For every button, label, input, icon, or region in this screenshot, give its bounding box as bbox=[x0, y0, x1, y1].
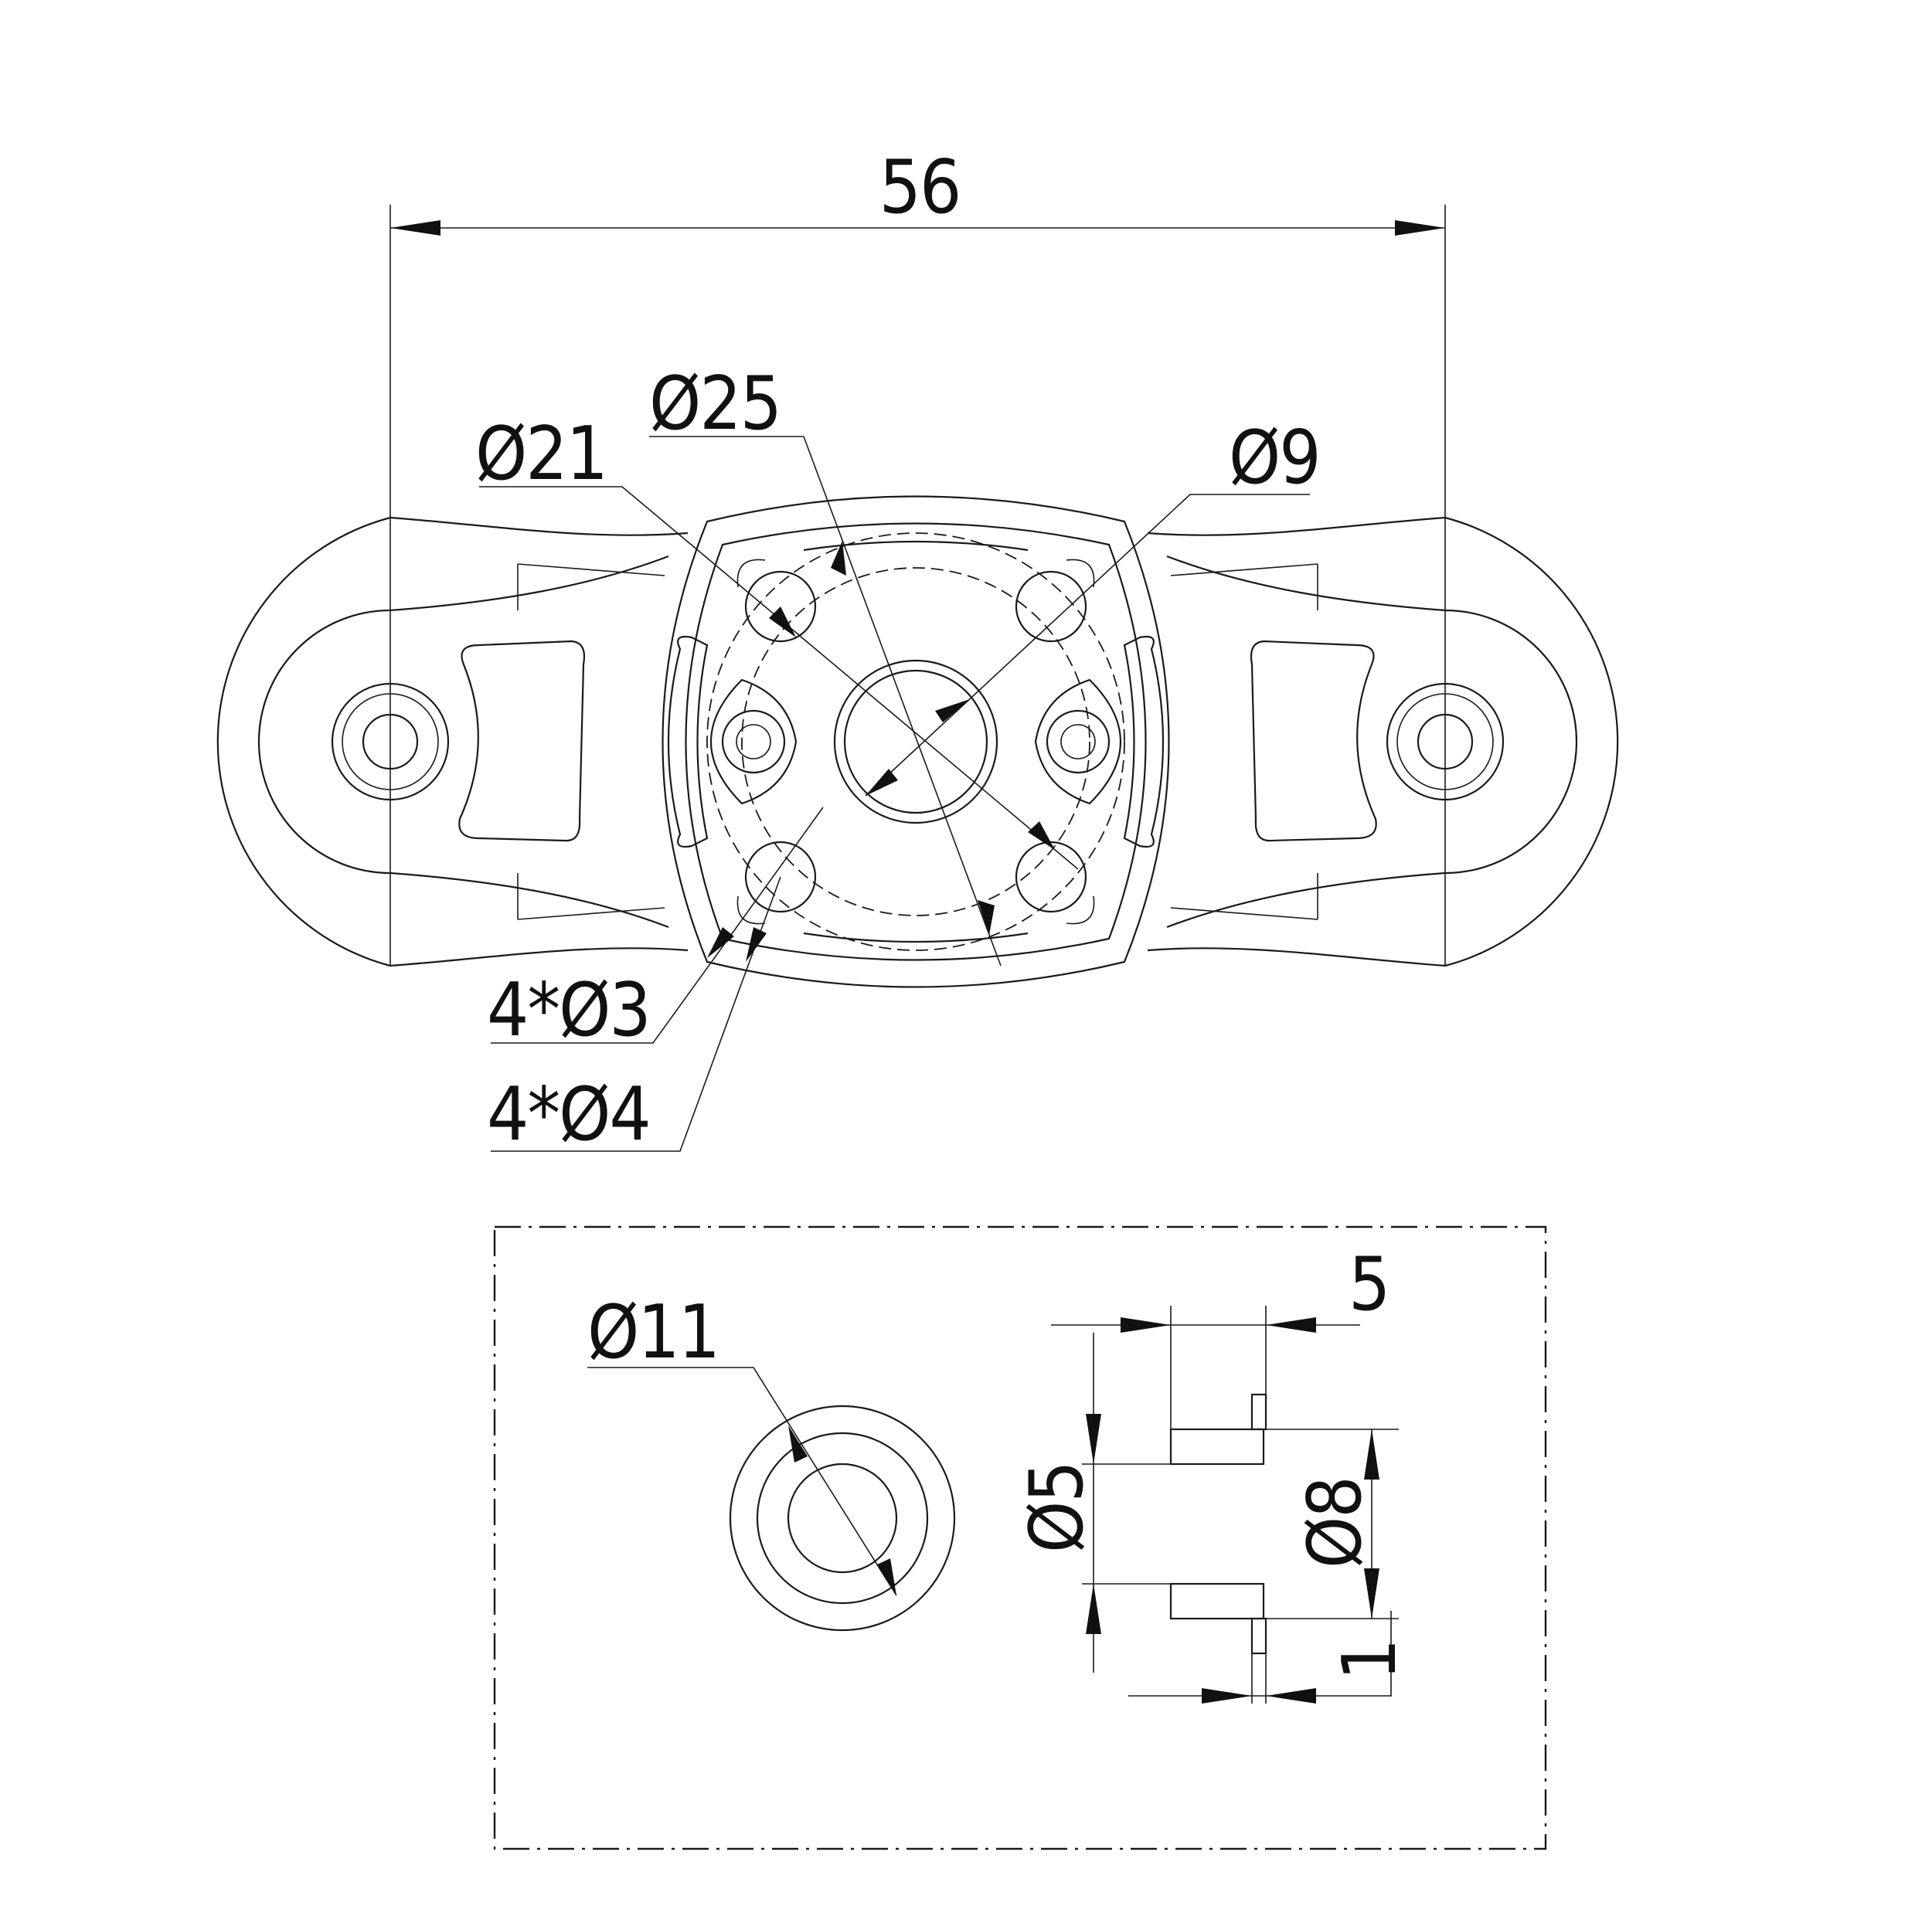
counterbore-holes bbox=[736, 559, 1095, 925]
arrow-small-holes bbox=[707, 927, 734, 958]
left-boss-hole-inner bbox=[736, 724, 771, 759]
dim-label-hub: Ø9 bbox=[1229, 416, 1320, 501]
left-wheel-outline bbox=[216, 516, 391, 967]
section-top-flange bbox=[1250, 1393, 1267, 1431]
section-bottom-flange bbox=[1250, 1617, 1267, 1655]
left-boss bbox=[709, 678, 798, 805]
left-arm-detail-lines bbox=[517, 563, 665, 920]
left-side-slot bbox=[667, 635, 709, 848]
bolt-circle-dashed bbox=[706, 532, 1125, 951]
dim-label-length: 5 bbox=[1349, 1242, 1389, 1327]
arrow-thickness-a bbox=[1202, 1688, 1252, 1704]
counterbore-hole-bottom-right bbox=[1015, 841, 1087, 913]
dim-label-bore: Ø5 bbox=[1015, 1462, 1100, 1553]
right-boss bbox=[1034, 678, 1122, 805]
arrow-bore-a bbox=[1086, 1414, 1101, 1464]
left-arm-lobe bbox=[257, 555, 669, 929]
hub-inner bbox=[843, 669, 988, 814]
right-wheel-outline bbox=[1444, 516, 1619, 967]
section-bottom-wall bbox=[1169, 1582, 1265, 1620]
dim-arrow-right bbox=[1395, 220, 1445, 236]
lower-arc-detail bbox=[803, 932, 1029, 943]
dim-label-flange-diameter: Ø11 bbox=[587, 1290, 719, 1375]
inner-circle-dashed bbox=[741, 567, 1090, 916]
right-arm-outer-contour bbox=[1147, 516, 1446, 967]
dim-label-flange-thickness: 1 bbox=[1328, 1640, 1413, 1680]
counterbore-hole-bottom-left bbox=[744, 841, 817, 913]
arrow-bore-b bbox=[1086, 1584, 1101, 1634]
right-boss-hole-inner bbox=[1060, 724, 1096, 759]
center-body-inner-outline bbox=[685, 522, 1147, 961]
left-boss-hole-outer bbox=[721, 709, 786, 774]
arrow-outer-a bbox=[1364, 1429, 1379, 1480]
arrow-center-hole-top bbox=[831, 541, 846, 576]
leader-small-holes bbox=[491, 807, 824, 1044]
main-view: 56 Ø25 Ø21 Ø9 4*Ø3 4*Ø4 bbox=[216, 145, 1619, 1157]
extension-lines bbox=[389, 205, 1446, 966]
arrow-thickness-b bbox=[1266, 1688, 1316, 1704]
section-top-wall bbox=[1169, 1428, 1265, 1466]
counterbore-hole-top-right bbox=[1015, 570, 1087, 643]
right-arm-detail-lines bbox=[1170, 563, 1318, 920]
counterbore-slots bbox=[736, 559, 1095, 925]
right-side-slot bbox=[1123, 635, 1165, 848]
arrow-flange-a bbox=[788, 1425, 808, 1463]
arrow-bolt-circle-a bbox=[769, 606, 796, 637]
dim-label-small-holes: 4*Ø3 bbox=[487, 968, 650, 1053]
leader-center-hole bbox=[649, 436, 1002, 967]
leader-bolt-circle bbox=[479, 486, 1079, 870]
arrow-hub-a bbox=[935, 699, 970, 722]
arrow-center-hole-bottom bbox=[978, 900, 995, 935]
dim-arrow-left bbox=[390, 220, 440, 236]
arrow-hub-b bbox=[866, 769, 898, 796]
detail-view: Ø11 5 Ø5 Ø8 1 bbox=[493, 1225, 1547, 1850]
dim-label-outer: Ø8 bbox=[1293, 1477, 1378, 1568]
section-extension-lines bbox=[1082, 1306, 1399, 1704]
detail-frame bbox=[493, 1225, 1547, 1850]
bushing-front-outer bbox=[729, 1405, 956, 1632]
bushing-front-mid bbox=[756, 1432, 929, 1605]
dim-label-center-hole: Ø25 bbox=[649, 362, 781, 447]
arrow-bolt-circle-b bbox=[1028, 821, 1055, 850]
leader-counterbores bbox=[491, 876, 781, 1152]
arrow-outer-b bbox=[1364, 1568, 1379, 1619]
arrow-length-b bbox=[1266, 1317, 1316, 1333]
dim-label-counterbores: 4*Ø4 bbox=[487, 1072, 650, 1157]
center-body-outline bbox=[662, 495, 1170, 988]
leader-flange-diameter bbox=[587, 1367, 897, 1596]
arrow-length-a bbox=[1121, 1317, 1171, 1333]
dim-label-overall-width: 56 bbox=[879, 145, 961, 230]
left-arm-pocket bbox=[458, 640, 586, 842]
hub-outer bbox=[833, 659, 998, 824]
bushing-front-inner bbox=[787, 1463, 898, 1574]
leader-hub bbox=[865, 494, 1310, 797]
right-arm-lobe bbox=[1166, 555, 1578, 929]
right-boss-hole-outer bbox=[1046, 709, 1111, 774]
counterbore-hole-top-left bbox=[744, 570, 817, 643]
right-arm-pocket bbox=[1250, 640, 1377, 842]
upper-arc-detail bbox=[803, 540, 1029, 552]
dim-label-bolt-circle: Ø21 bbox=[475, 412, 607, 497]
left-arm-outer-contour bbox=[389, 516, 689, 967]
arrow-flange-b bbox=[877, 1558, 896, 1595]
arrow-counterbores bbox=[746, 927, 767, 962]
